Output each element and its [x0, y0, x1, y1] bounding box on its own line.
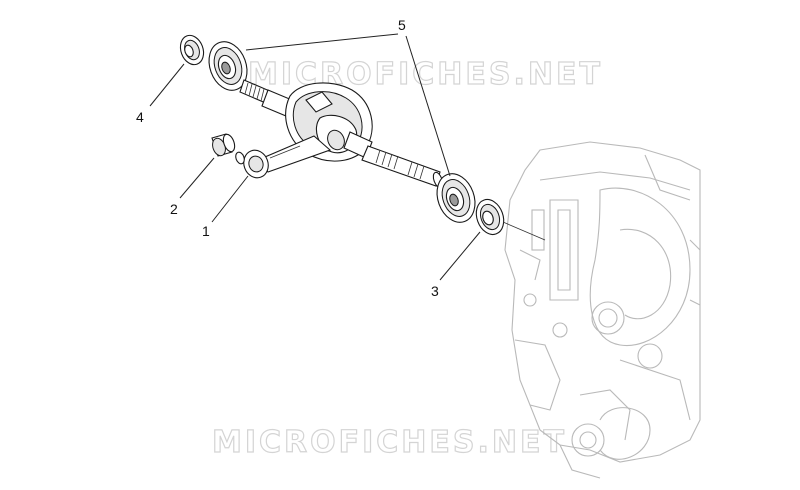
callout-5: 5 [398, 17, 406, 33]
crankcase-ghost [504, 141, 701, 479]
assembly-axis-line [502, 221, 546, 241]
callout-1: 1 [202, 223, 210, 239]
watermark-bottom: MICROFICHES.NET [212, 425, 567, 460]
bearing-right [436, 173, 476, 223]
callout-2: 2 [170, 201, 178, 217]
callout-4: 4 [136, 109, 144, 125]
oil-seal-right [475, 198, 505, 236]
crankshaft-right-shaft [343, 131, 444, 189]
small-end-bearing [211, 133, 236, 157]
leader-lines [149, 33, 481, 281]
bearing-left [208, 41, 248, 91]
oil-seal-left [179, 34, 205, 66]
connecting-rod [235, 135, 332, 179]
callout-3: 3 [431, 283, 439, 299]
